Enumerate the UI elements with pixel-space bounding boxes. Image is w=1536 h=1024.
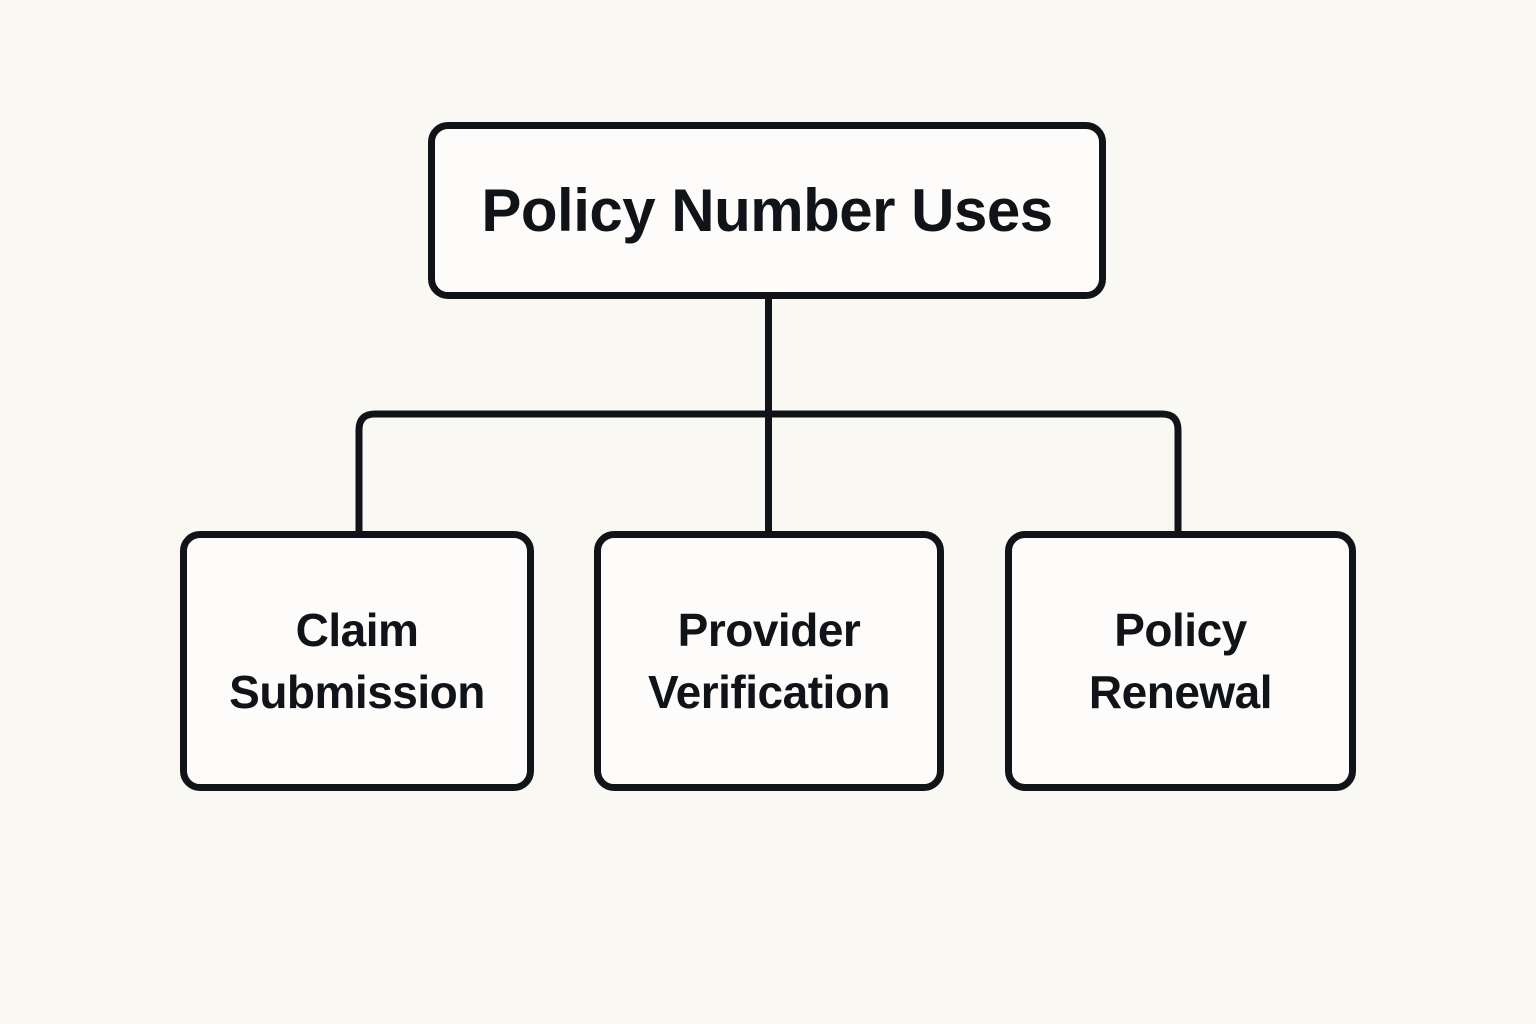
- node-label-policy-number-uses: Policy Number Uses: [481, 176, 1053, 244]
- node-label-provider-verification: Provider Verification: [648, 604, 890, 718]
- edge-root-to-policy-renewal: [768, 410, 1182, 534]
- edge-root-to-claim-submission: [355, 410, 769, 534]
- node-provider-verification[interactable]: Provider Verification: [594, 531, 944, 791]
- node-policy-number-uses[interactable]: Policy Number Uses: [428, 122, 1106, 299]
- node-claim-submission[interactable]: Claim Submission: [180, 531, 534, 791]
- node-policy-renewal[interactable]: Policy Renewal: [1005, 531, 1356, 791]
- node-label-claim-submission: Claim Submission: [229, 604, 485, 718]
- node-label-policy-renewal: Policy Renewal: [1088, 604, 1273, 718]
